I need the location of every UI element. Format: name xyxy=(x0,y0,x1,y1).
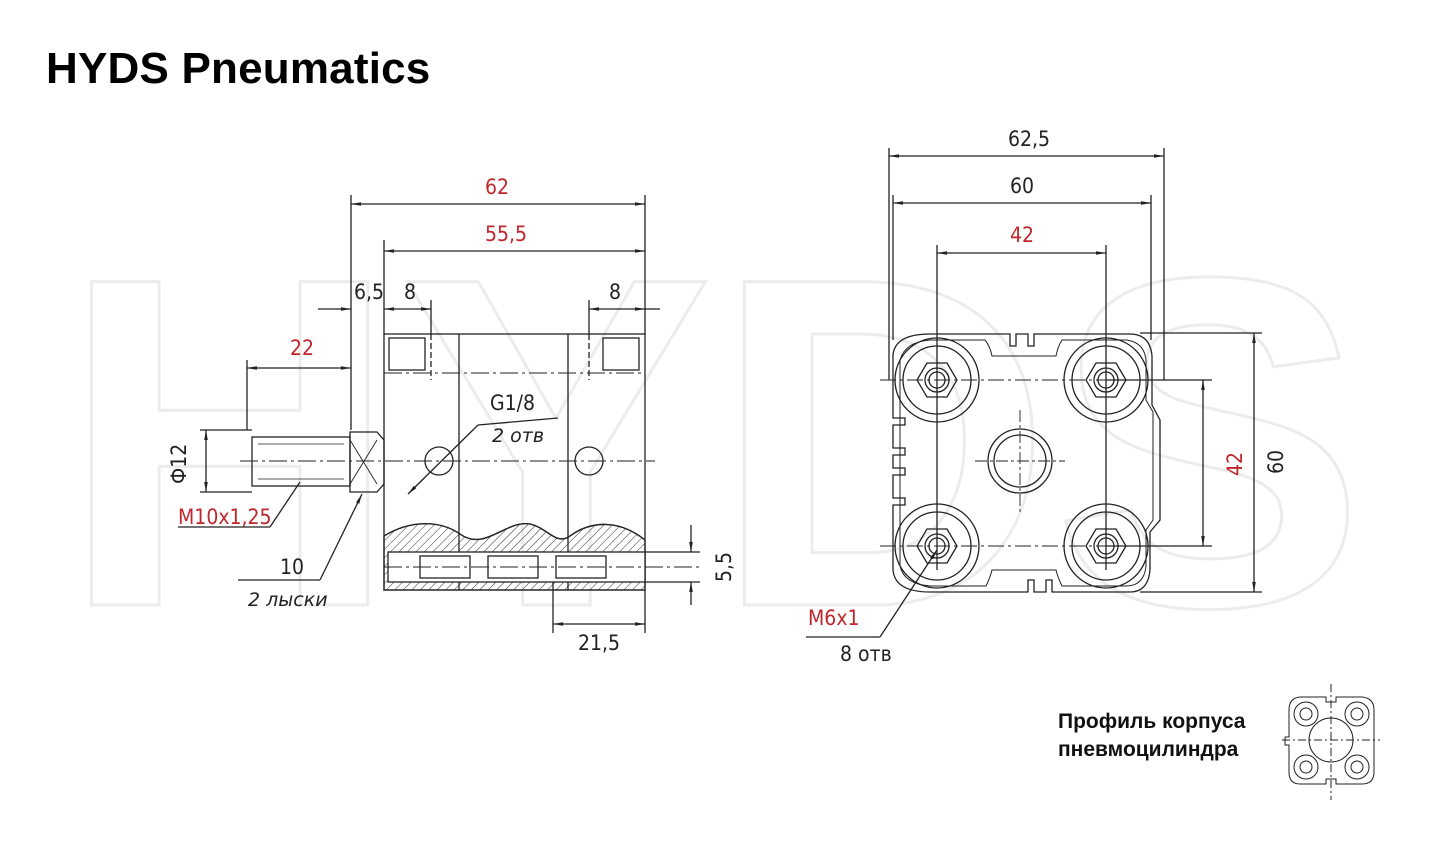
dim-hole-spacing-h: 42 xyxy=(1010,223,1034,247)
side-view xyxy=(178,195,700,633)
profile-thumbnail xyxy=(1282,684,1380,800)
profile-caption-line1: Профиль корпуса xyxy=(1058,710,1246,733)
dim-body-height: 60 xyxy=(1264,450,1288,474)
dim-slot-depth: 5,5 xyxy=(712,552,736,582)
dim-outer-width: 62,5 xyxy=(1008,127,1050,151)
dim-right-port: 8 xyxy=(609,280,621,304)
mount-thread-label: M6x1 xyxy=(808,606,860,630)
front-view xyxy=(806,148,1262,638)
profile-caption-line2: пневмоцилиндра xyxy=(1058,738,1239,761)
dim-overall-length: 62 xyxy=(485,175,509,199)
dim-rod-diameter: Ф12 xyxy=(167,444,191,484)
profile-caption: Профиль корпуса пневмоцилиндра xyxy=(1058,708,1245,764)
dim-body-width: 60 xyxy=(1010,174,1034,198)
mount-note: 8 отв xyxy=(840,642,892,666)
port-note: 2 отв xyxy=(492,425,544,447)
mount-hole-bottom-right xyxy=(1063,503,1149,589)
dim-body-length: 55,5 xyxy=(485,222,527,246)
dim-hole-spacing-v: 42 xyxy=(1223,452,1247,476)
brand-title: HYDS Pneumatics xyxy=(46,44,431,93)
wrench-flats-note: 2 лыски xyxy=(248,589,328,611)
watermark: HYDS xyxy=(60,180,1366,705)
wrench-flats-label: 10 xyxy=(280,555,304,579)
rod-thread-label: M10x1,25 xyxy=(178,505,272,529)
dim-rod-thread-length: 22 xyxy=(290,336,314,360)
dim-cap-offset: 6,5 xyxy=(354,280,384,304)
dim-left-port: 8 xyxy=(404,280,416,304)
dim-slot-position: 21,5 xyxy=(578,631,620,655)
port-thread-label: G1/8 xyxy=(490,391,535,415)
